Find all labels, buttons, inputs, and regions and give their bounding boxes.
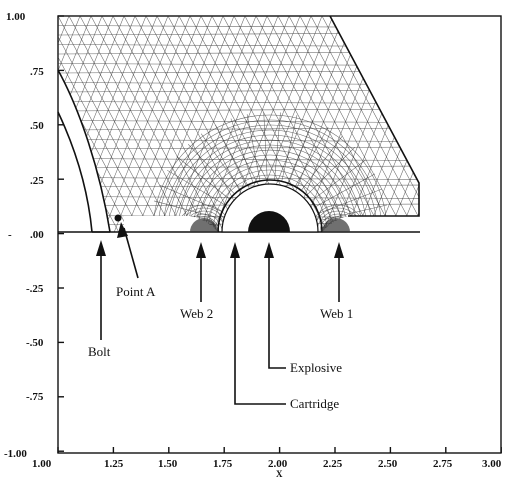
x-tick-label: 1.00 — [32, 458, 52, 470]
x-tick-label: 2.50 — [378, 458, 398, 470]
web2-arrow — [196, 242, 206, 302]
cartridge-outline — [217, 179, 323, 233]
bolt-inner-curve — [57, 69, 111, 233]
mesh-body — [58, 16, 419, 232]
point-a-label: Point A — [116, 284, 156, 299]
x-tick-label: 2.25 — [323, 458, 343, 470]
y-tick-labels: 1.00 .75 .50 .25 .00 -.25 -.50 -.75 -1.0… — [4, 11, 44, 460]
mesh-grid — [58, 16, 419, 232]
bolt-arrow — [96, 240, 106, 340]
y-dash-mark: - — [8, 229, 12, 241]
structure-outline — [57, 15, 502, 453]
explosive-label: Explosive — [290, 360, 342, 375]
x-tick-label: 1.75 — [213, 458, 233, 470]
web2-region — [190, 218, 218, 232]
bolt-label: Bolt — [88, 344, 111, 359]
y-tick-label: -.75 — [26, 391, 44, 403]
y-tick-label: -.25 — [26, 283, 44, 295]
point-a-arrow — [117, 222, 139, 279]
point-a-marker — [114, 214, 122, 222]
web1-arrow — [334, 242, 344, 302]
y-tick-label: .25 — [30, 175, 44, 187]
x-tick-labels: 1.00 1.25 1.50 1.75 2.00 2.25 2.50 2.75 … — [32, 458, 502, 470]
explosive-arrow — [264, 242, 286, 369]
x-axis-label: X — [276, 469, 283, 479]
web1-region — [322, 218, 350, 232]
web1-label: Web 1 — [320, 306, 353, 321]
cartridge-cavity — [221, 183, 319, 233]
y-tick-label: .00 — [30, 229, 44, 241]
explosive-core — [248, 211, 290, 232]
outer-boundary — [329, 15, 420, 217]
y-tick-label: -1.00 — [4, 448, 27, 460]
y-tick-marks — [58, 15, 64, 452]
y-tick-label: -.50 — [26, 337, 44, 349]
cartridge-label: Cartridge — [290, 396, 339, 411]
x-tick-label: 1.25 — [104, 458, 124, 470]
y-tick-label: .50 — [30, 120, 44, 132]
cartridge-arrow — [230, 242, 286, 405]
y-tick-label: .75 — [30, 66, 44, 78]
x-tick-marks — [57, 447, 502, 453]
x-tick-label: 2.00 — [268, 458, 288, 470]
x-tick-label: 3.00 — [482, 458, 502, 470]
web2-label: Web 2 — [180, 306, 213, 321]
x-tick-label: 1.50 — [158, 458, 178, 470]
x-tick-label: 2.75 — [433, 458, 453, 470]
y-tick-label: 1.00 — [6, 11, 26, 23]
